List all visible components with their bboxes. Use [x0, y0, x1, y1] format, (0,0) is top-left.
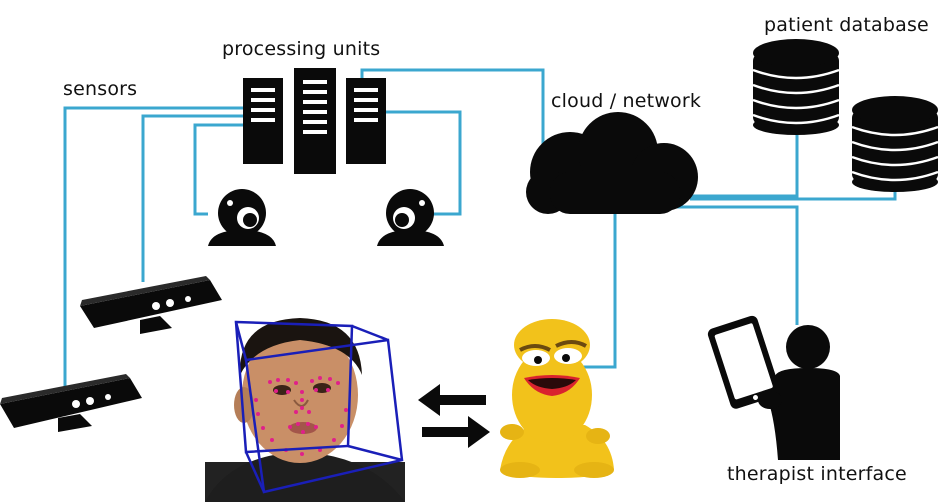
- server-rack-icon: [243, 68, 386, 174]
- sensors-label: sensors: [63, 78, 138, 100]
- line-cloud-therapist: [675, 205, 799, 325]
- line-sensor-middle: [141, 114, 246, 282]
- line-webcam-right: [386, 110, 462, 216]
- landmark-points: [254, 376, 348, 456]
- face-bounding-cube: [234, 320, 404, 494]
- processing-units-label: processing units: [222, 38, 381, 60]
- line-sensor-bottom: [63, 106, 246, 390]
- webcam-icon: [377, 189, 444, 246]
- bidirectional-arrows-icon: [418, 384, 490, 448]
- cloud-icon: [526, 112, 698, 214]
- patient-database-label: patient database: [764, 14, 929, 36]
- child-face-image: [205, 318, 405, 502]
- depth-sensor-icon: [0, 374, 142, 432]
- line-cloud-database: [690, 128, 799, 198]
- connection-lines: [63, 68, 897, 390]
- webcam-icon: [208, 189, 276, 246]
- depth-sensor-icon: [80, 276, 222, 334]
- person-with-tablet-icon: [707, 315, 840, 460]
- robot-toy-icon: [500, 319, 614, 478]
- line-servers-cloud: [360, 68, 545, 165]
- therapist-interface-label: therapist interface: [727, 463, 907, 485]
- line-webcam-left: [193, 123, 246, 216]
- database-icon: [752, 39, 840, 135]
- database-icon: [851, 96, 939, 192]
- cloud-network-label: cloud / network: [551, 90, 702, 112]
- line-cloud-robot: [570, 213, 617, 369]
